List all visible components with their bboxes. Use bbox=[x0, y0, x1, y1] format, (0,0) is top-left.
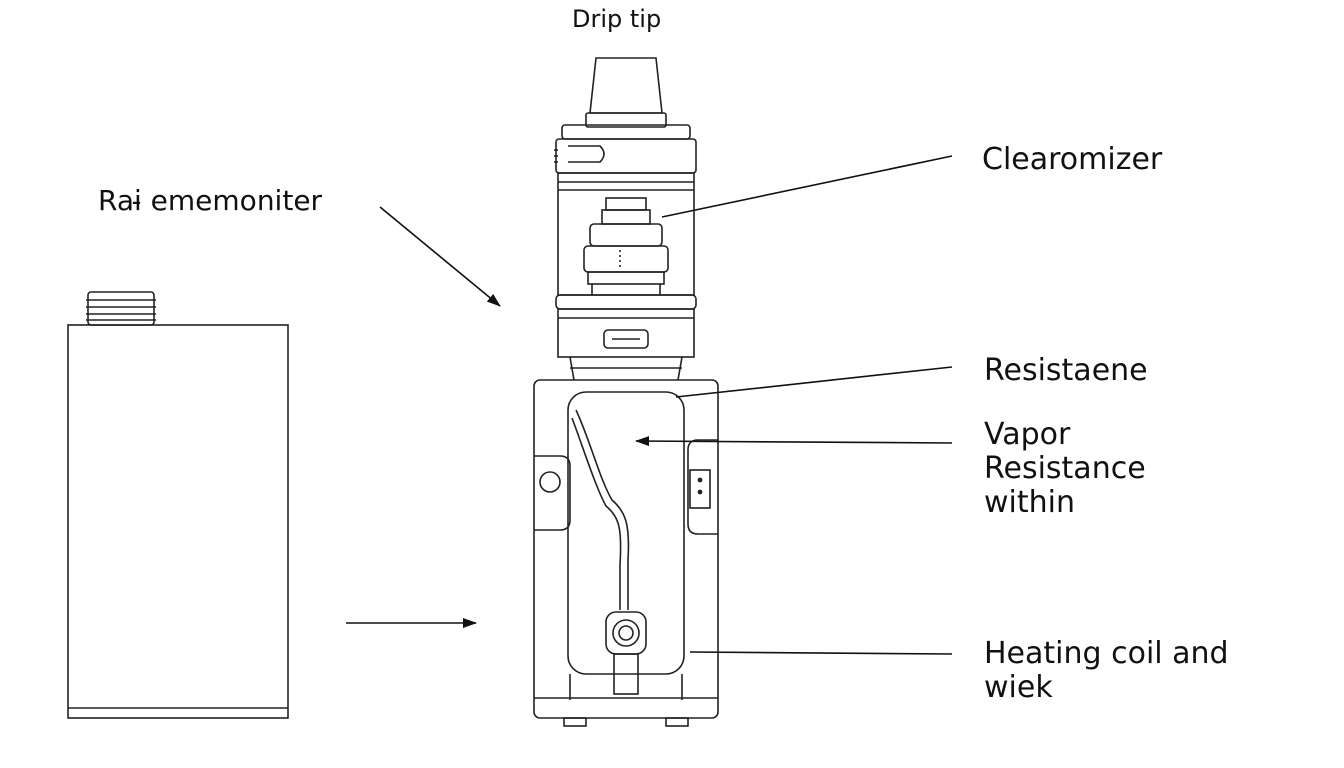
heating-label-line-2: wiek bbox=[984, 670, 1053, 705]
vapor-label-line-3: within bbox=[984, 485, 1075, 520]
liquid-bottle bbox=[67, 291, 289, 719]
leader-line-clearomizer bbox=[661, 155, 953, 218]
leader-line-left-label bbox=[379, 206, 501, 307]
battery-mod-body bbox=[533, 379, 719, 727]
left-label: Rai̵ ememoniter bbox=[98, 184, 323, 217]
leader-line-heating-coil bbox=[689, 651, 953, 655]
vapor-label-line-1: Vapor bbox=[984, 417, 1071, 452]
clearomizer-label: Clearomizer bbox=[982, 142, 1163, 177]
drip-tip-label: Drip tip bbox=[572, 5, 662, 33]
vapor-label-line-2: Resistance bbox=[984, 451, 1146, 486]
resistance-label: Resistaene bbox=[984, 353, 1148, 388]
leader-line-vapor bbox=[635, 436, 953, 447]
heating-coil-label: Heating coil and wiek bbox=[984, 637, 1229, 705]
heating-label-line-1: Heating coil and bbox=[984, 636, 1229, 671]
leader-line-resistance bbox=[675, 366, 953, 398]
drip-tip bbox=[585, 57, 667, 128]
vapor-resistance-label: Vapor Resistance within bbox=[984, 418, 1146, 520]
clearomizer-tank bbox=[554, 124, 697, 381]
leader-lines bbox=[346, 155, 953, 655]
